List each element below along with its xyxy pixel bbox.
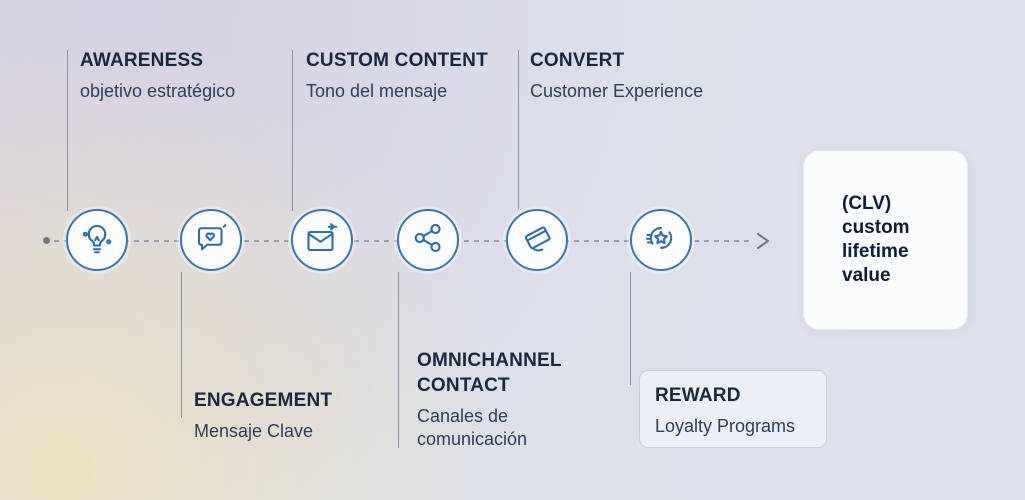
stage-label-awareness: AWARENESS objetivo estratégico bbox=[80, 48, 235, 103]
timeline-start-dot bbox=[43, 237, 50, 244]
stage-node-convert bbox=[506, 209, 568, 271]
lightbulb-icon bbox=[79, 220, 115, 261]
stage-title: CONVERT bbox=[530, 50, 625, 71]
stage-subtitle: objetivo estratégico bbox=[80, 81, 236, 101]
envelope-icon bbox=[304, 220, 340, 261]
network-icon bbox=[410, 220, 446, 261]
stage-title: ENGAGEMENT bbox=[194, 390, 333, 411]
star-cycle-icon bbox=[643, 220, 679, 261]
card-payment-icon bbox=[519, 220, 555, 261]
stage-subtitle: Loyalty Programs bbox=[655, 416, 796, 436]
stage-subtitle: Tono del mensaje bbox=[306, 81, 448, 101]
connector-custom-content bbox=[292, 50, 293, 211]
stage-label-custom-content: CUSTOM CONTENT Tono del mensaje bbox=[306, 48, 488, 103]
stage-label-omnichannel: OMNICHANNEL CONTACT Canales de comunicac… bbox=[417, 348, 577, 451]
connector-omnichannel bbox=[398, 272, 399, 448]
chat-heart-icon bbox=[193, 220, 229, 261]
stage-subtitle: Mensaje Clave bbox=[194, 421, 314, 441]
clv-result-text: (CLV) custom lifetime value bbox=[842, 193, 910, 286]
stage-node-engagement bbox=[180, 209, 242, 271]
stage-label-engagement: ENGAGEMENT Mensaje Clave bbox=[194, 388, 332, 443]
stage-node-awareness bbox=[66, 209, 128, 271]
stage-title: AWARENESS bbox=[80, 50, 204, 71]
stage-subtitle: Canales de comunicación bbox=[417, 406, 528, 449]
stage-title: REWARD bbox=[655, 385, 741, 406]
clv-result-card: (CLV) custom lifetime value bbox=[803, 150, 968, 330]
stage-node-custom-content bbox=[291, 209, 353, 271]
stage-title: OMNICHANNEL CONTACT bbox=[417, 350, 562, 396]
stage-node-omnichannel bbox=[397, 209, 459, 271]
stage-title: CUSTOM CONTENT bbox=[306, 50, 488, 71]
connector-engagement bbox=[181, 272, 182, 418]
timeline-arrow-icon bbox=[753, 231, 773, 251]
stage-node-reward bbox=[630, 209, 692, 271]
connector-awareness bbox=[67, 50, 68, 211]
stage-label-reward-box: REWARD Loyalty Programs bbox=[639, 370, 827, 448]
connector-reward bbox=[630, 272, 631, 385]
stage-subtitle: Customer Experience bbox=[530, 81, 704, 101]
connector-convert bbox=[518, 50, 519, 209]
stage-label-convert: CONVERT Customer Experience bbox=[530, 48, 703, 103]
